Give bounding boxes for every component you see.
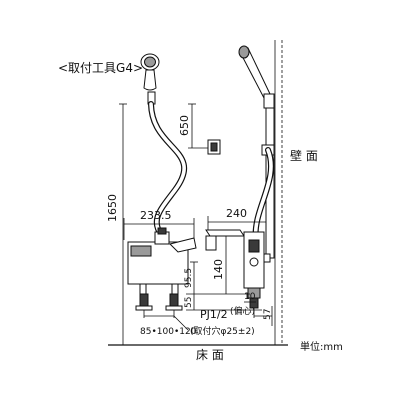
dim-spout-height-line xyxy=(222,235,230,294)
dim-offset-lines xyxy=(244,301,273,326)
side-faucet-body xyxy=(205,229,271,318)
dim-handle-height-line xyxy=(190,261,198,294)
mounting-hole: (取付穴φ25±2) xyxy=(190,325,255,337)
wall-label: 壁 面 xyxy=(290,148,318,163)
wall-line xyxy=(274,40,283,345)
side-shower-head xyxy=(238,45,275,109)
front-hose xyxy=(148,101,188,239)
dim-total-height-line xyxy=(119,103,127,346)
dim-front-reach-line xyxy=(123,218,195,240)
dim-total-height: 1650 xyxy=(106,194,119,222)
wall-bracket xyxy=(207,139,221,155)
pipe-thread: PJ1/2 xyxy=(200,308,228,321)
tool-label: <取付工具G4> xyxy=(58,61,143,75)
dim-front-reach: 233.5 xyxy=(140,209,172,222)
dim-spout-offset: 10 xyxy=(244,292,256,302)
eccentric-note: (偏心) xyxy=(230,305,255,317)
dim-side-reach: 240 xyxy=(226,207,247,220)
front-shower-head xyxy=(140,53,160,105)
dim-body-height: 55 xyxy=(184,297,194,308)
dim-side-reach-line xyxy=(207,216,267,232)
dim-bracket-height-line xyxy=(188,103,208,149)
dim-body-height-line xyxy=(186,293,262,311)
dim-pipe-pitch-line xyxy=(144,315,189,331)
dim-bracket-height: 650 xyxy=(178,115,191,136)
dim-handle-height: 95.5 xyxy=(184,268,194,288)
unit-label: 単位:mm xyxy=(300,340,343,353)
floor-label: 床 面 xyxy=(196,348,224,362)
dim-spout-height: 140 xyxy=(212,259,225,280)
dim-wall-offset: 57 xyxy=(263,309,273,320)
side-hose xyxy=(252,147,275,243)
pipe-pitch: 85•100•120 xyxy=(140,327,197,337)
front-faucet-body xyxy=(127,227,197,295)
front-inlet-pipes xyxy=(135,293,183,318)
